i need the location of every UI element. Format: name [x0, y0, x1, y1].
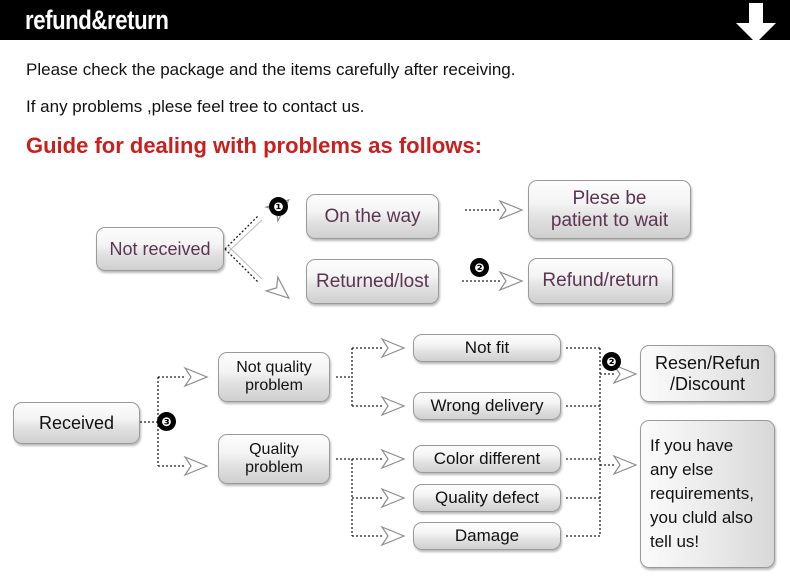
box-not-quality-problem[interactable]: Not quality problem	[218, 352, 330, 402]
badge-step-3: ❸	[157, 412, 176, 431]
box-not-received[interactable]: Not received	[96, 227, 224, 271]
connector-quality-split	[336, 449, 405, 546]
badge-step-1: ❶	[269, 197, 288, 216]
intro-line-2: If any problems ,plese feel tree to cont…	[26, 97, 365, 116]
arrow-down-icon	[736, 3, 776, 43]
badge-step-2-top: ❷	[470, 258, 489, 277]
box-returned-lost[interactable]: Returned/lost	[306, 259, 439, 304]
box-quality-defect[interactable]: Quality defect	[413, 484, 561, 512]
box-not-fit[interactable]: Not fit	[413, 334, 561, 362]
box-damage[interactable]: Damage	[413, 522, 561, 550]
connector-ontheway-result	[465, 200, 523, 220]
box-received[interactable]: Received	[13, 402, 140, 444]
connector-returnedlost-result	[462, 271, 523, 291]
badge-step-2-bottom: ❷	[602, 352, 621, 371]
guide-heading: Guide for dealing with problems as follo…	[26, 133, 482, 158]
header-bar: refund&return	[0, 0, 790, 43]
connector-issues-merge	[566, 347, 637, 537]
box-any-else-requirements[interactable]: If you have any else requirements, you c…	[640, 420, 775, 568]
box-on-the-way[interactable]: On the way	[306, 194, 439, 239]
page-title: refund&return	[25, 5, 169, 35]
box-please-be-patient[interactable]: Plese be patient to wait	[528, 180, 691, 239]
box-color-different[interactable]: Color different	[413, 445, 561, 473]
box-refund-return[interactable]: Refund/return	[528, 258, 673, 304]
connector-notquality-split	[336, 338, 405, 416]
box-resend-refund-discount[interactable]: Resen/Refun /Discount	[640, 345, 775, 402]
intro-line-1: Please check the package and the items c…	[26, 60, 516, 79]
box-quality-problem[interactable]: Quality problem	[218, 434, 330, 484]
box-wrong-delivery[interactable]: Wrong delivery	[413, 392, 561, 420]
